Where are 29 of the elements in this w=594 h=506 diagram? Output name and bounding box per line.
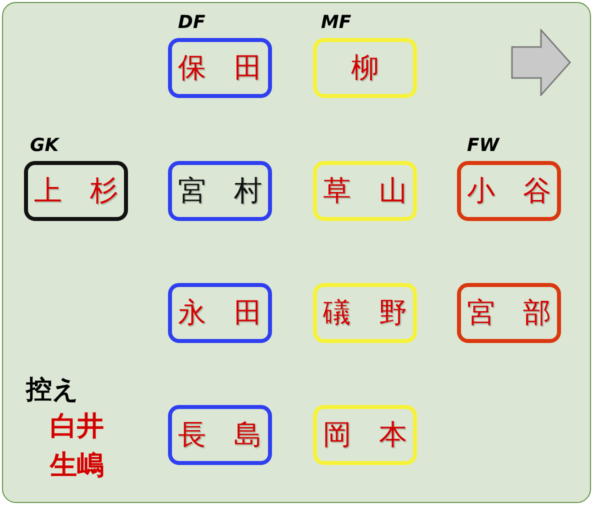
player-box [313, 405, 417, 465]
reserve-name: 生嶋 [50, 451, 104, 481]
player-box [168, 283, 272, 343]
player-name: 保 田 [178, 52, 262, 84]
player-box [313, 38, 417, 98]
player-box [168, 405, 272, 465]
player-box [313, 283, 417, 343]
reserves-heading: 控え [26, 376, 79, 405]
player-box [457, 283, 561, 343]
player-box [168, 161, 272, 221]
player-box [313, 161, 417, 221]
player-box [457, 161, 561, 221]
position-label: GK [30, 136, 59, 156]
player-name: 岡 本 [323, 419, 407, 451]
player-name: 小 谷 [467, 175, 551, 207]
player-box [24, 161, 128, 221]
position-label: MF [321, 13, 352, 33]
player-name: 柳 [351, 52, 379, 84]
player-name: 永 田 [178, 297, 262, 329]
player-name: 草 山 [323, 175, 407, 207]
reserve-name: 白井 [50, 412, 104, 442]
player-name: 礒 野 [323, 297, 407, 329]
player-name: 長 島 [178, 419, 262, 451]
player-name: 宮 部 [467, 297, 551, 329]
player-box [168, 38, 272, 98]
position-label: FW [467, 136, 500, 156]
player-name: 上 杉 [34, 175, 118, 207]
position-label: DF [178, 13, 206, 33]
player-name: 宮 村 [178, 175, 262, 207]
